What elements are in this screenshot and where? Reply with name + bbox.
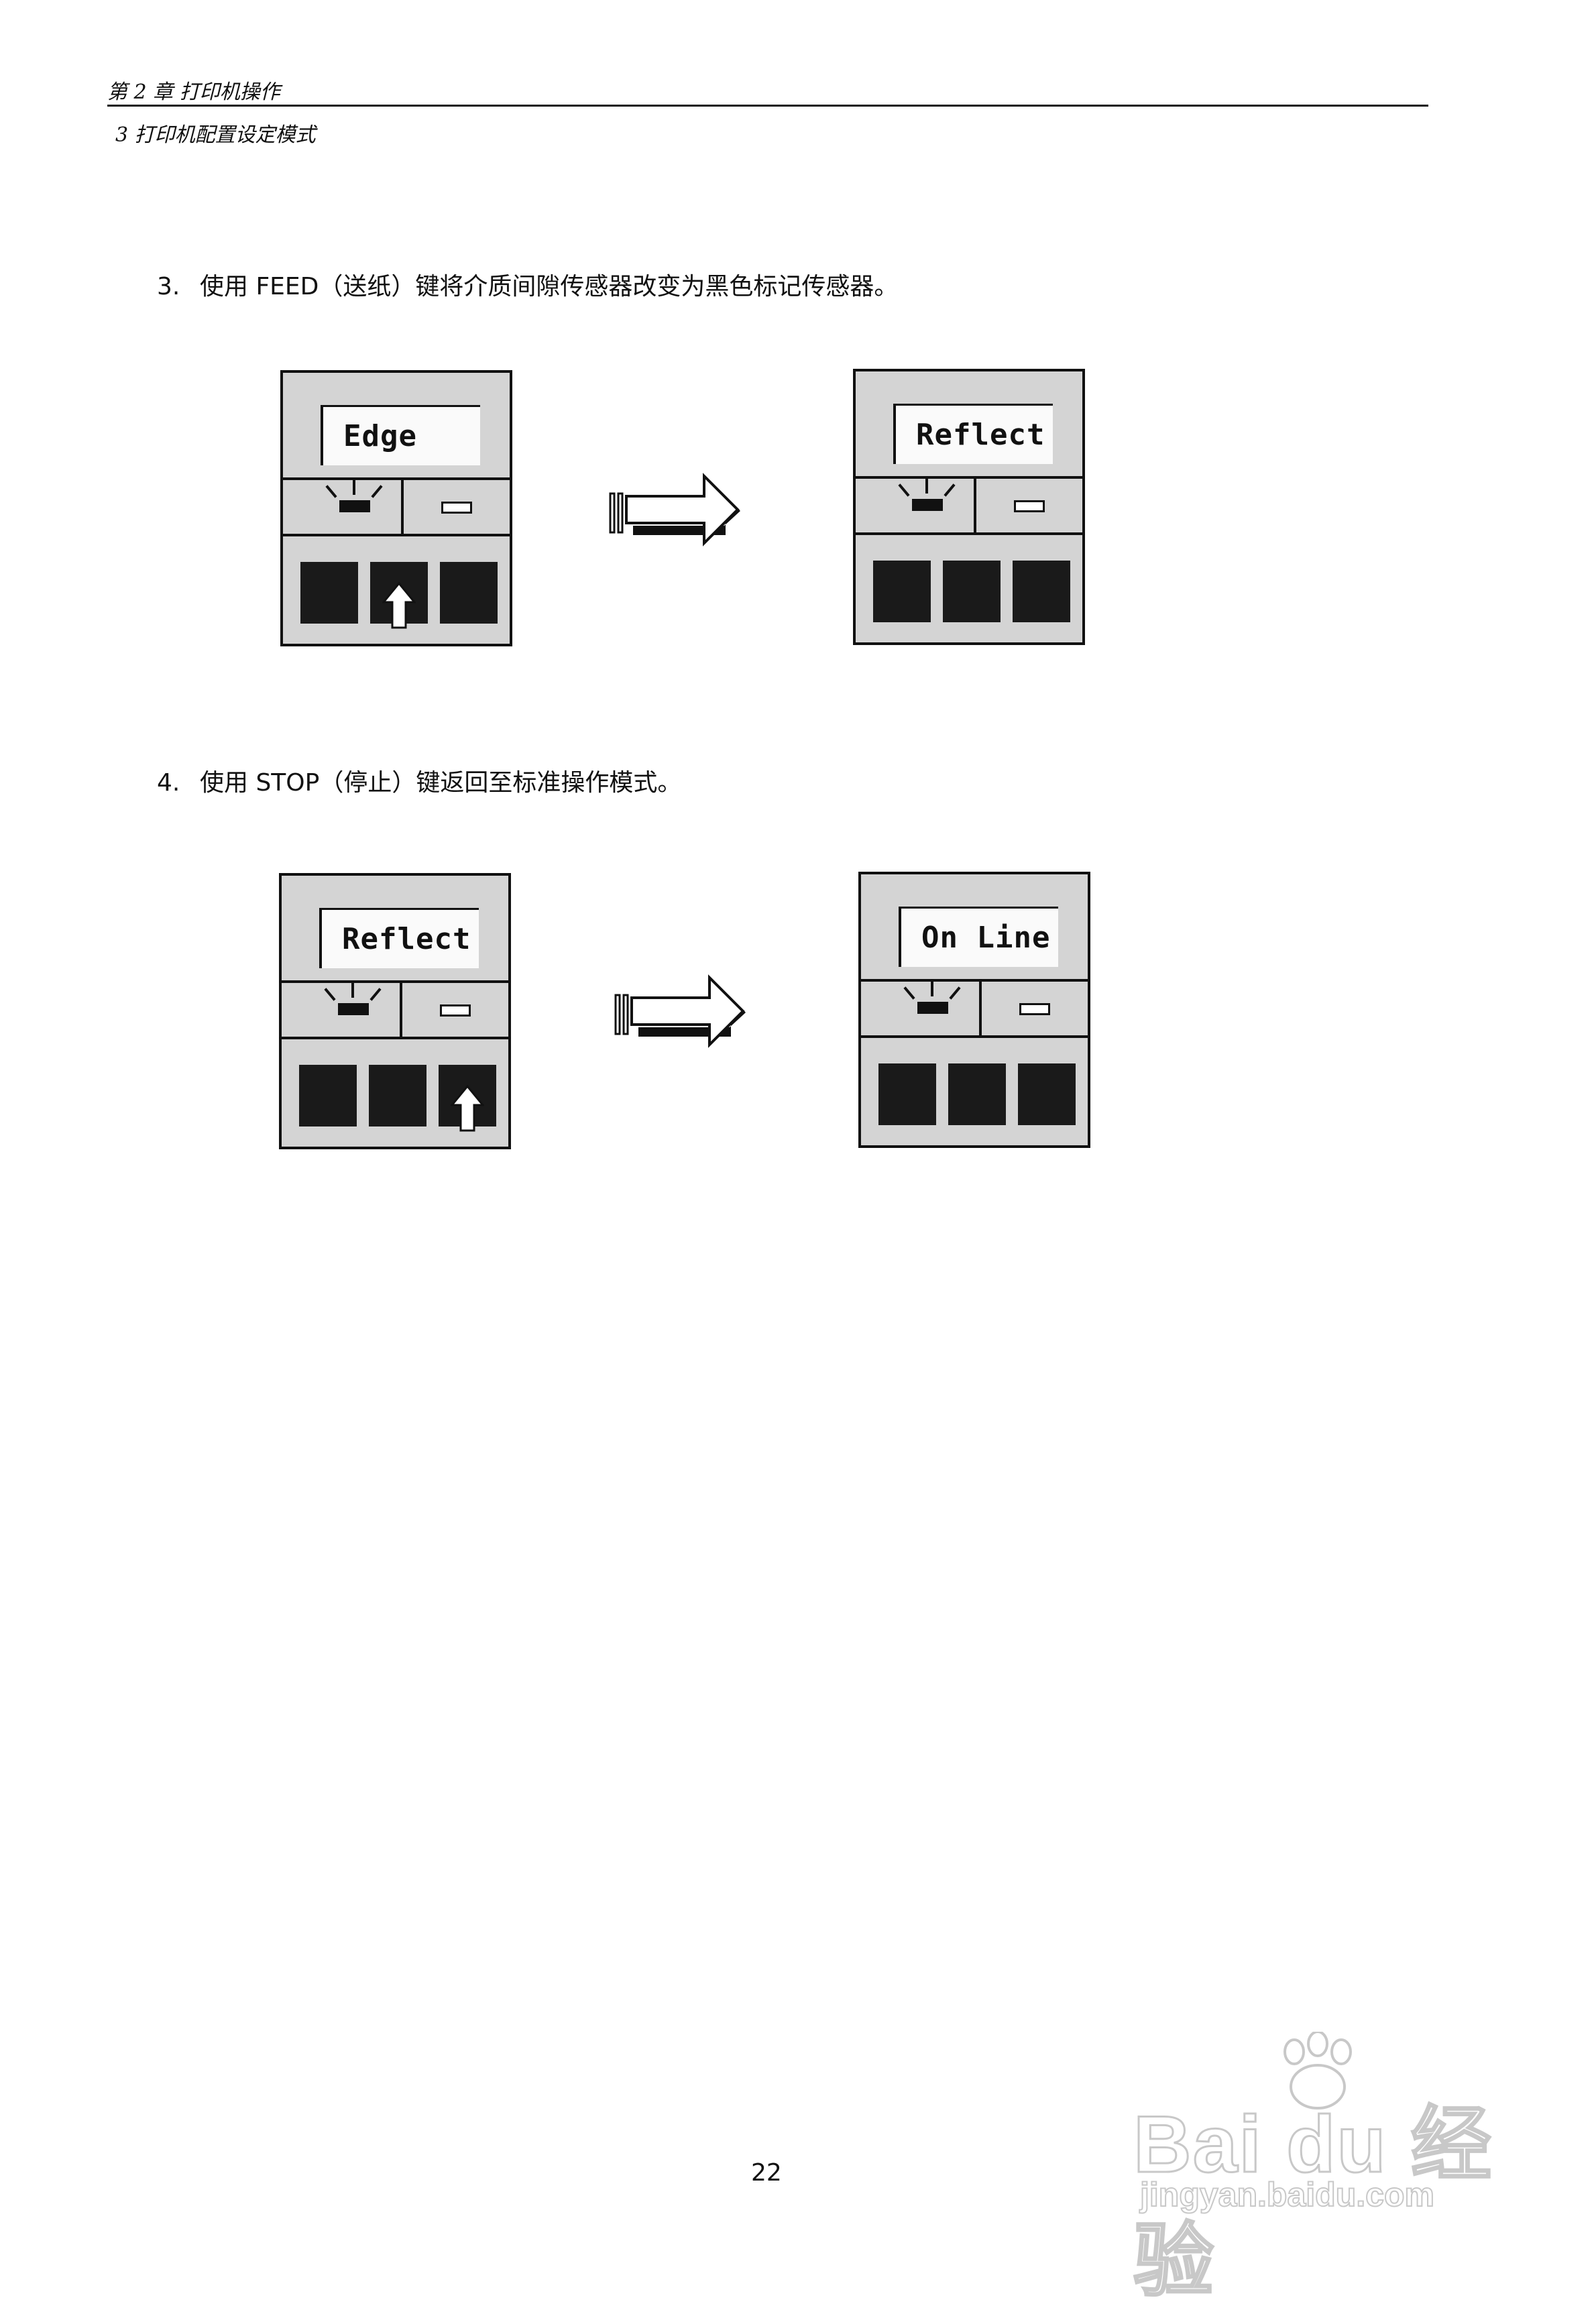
panel-divider xyxy=(861,1035,1088,1038)
transition-arrow-icon xyxy=(609,473,740,546)
paw-logo-icon xyxy=(1284,2032,1352,2109)
panel-after-feed: Reflect xyxy=(853,369,1085,645)
panel-divider xyxy=(861,979,1088,982)
status-led-off xyxy=(1014,500,1045,512)
led-ray xyxy=(325,485,337,498)
panel-before-feed: Edge xyxy=(280,370,512,646)
panel-key-1[interactable] xyxy=(878,1063,936,1125)
step-4: 4. 使用 STOP（停止）键返回至标准操作模式。 xyxy=(157,763,681,798)
status-led-off xyxy=(1019,1003,1050,1015)
step-text: 使用 FEED（送纸）键将介质间隙传感器改变为黑色标记传感器。 xyxy=(200,273,899,300)
panel-divider xyxy=(974,476,976,535)
status-led-off xyxy=(441,502,472,514)
press-arrow-icon xyxy=(451,1085,484,1132)
panel-key-3[interactable] xyxy=(440,562,498,624)
page-number: 22 xyxy=(751,2159,782,2187)
stop-key-pressed[interactable] xyxy=(439,1065,496,1132)
panel-key-1[interactable] xyxy=(873,561,931,622)
led-ray xyxy=(931,982,933,996)
lcd-display: Reflect xyxy=(893,404,1053,464)
lcd-text: Edge xyxy=(343,419,417,453)
lcd-display: Reflect xyxy=(319,908,479,968)
lcd-text: Reflect xyxy=(342,922,471,956)
panel-key-2[interactable] xyxy=(948,1063,1006,1125)
ready-led-on xyxy=(912,499,943,511)
panel-divider xyxy=(856,532,1082,535)
led-ray xyxy=(903,986,915,1000)
panel-key-1[interactable] xyxy=(299,1065,357,1126)
header-section: 3 打印机配置设定模式 xyxy=(115,123,316,147)
panel-key-3[interactable] xyxy=(1013,561,1070,622)
panel-after-stop: On Line xyxy=(858,872,1090,1148)
panel-divider xyxy=(401,477,404,536)
step-text: 使用 STOP（停止）键返回至标准操作模式。 xyxy=(200,769,682,797)
watermark-url: jingyan.baidu.com xyxy=(1139,2175,1435,2214)
panel-divider xyxy=(282,980,508,983)
panel-divider xyxy=(979,979,982,1038)
panel-key-2[interactable] xyxy=(369,1065,426,1126)
header-rule xyxy=(107,105,1428,107)
ready-led-on xyxy=(338,1003,369,1015)
step-number: 3. xyxy=(157,273,180,300)
panel-before-stop: Reflect xyxy=(279,873,511,1149)
ready-led-on xyxy=(339,500,370,512)
panel-key-3[interactable] xyxy=(1018,1063,1076,1125)
press-arrow-icon xyxy=(382,582,416,629)
panel-divider xyxy=(400,980,402,1039)
lcd-text: On Line xyxy=(921,921,1051,955)
led-ray xyxy=(324,988,336,1001)
led-ray xyxy=(371,485,383,498)
feed-key-pressed[interactable] xyxy=(370,562,428,629)
panel-divider xyxy=(856,476,1082,479)
panel-divider xyxy=(283,477,510,480)
led-ray xyxy=(351,983,354,998)
baidu-watermark: Bai du 经验 jingyan.baidu.com xyxy=(1133,2032,1509,2307)
status-led-off xyxy=(440,1004,471,1017)
step-3: 3. 使用 FEED（送纸）键将介质间隙传感器改变为黑色标记传感器。 xyxy=(157,267,898,302)
lcd-text: Reflect xyxy=(916,418,1045,452)
led-ray xyxy=(944,483,956,497)
panel-key-1[interactable] xyxy=(300,562,358,624)
transition-arrow-icon xyxy=(614,974,746,1048)
step-number: 4. xyxy=(157,769,180,797)
panel-divider xyxy=(282,1037,508,1039)
header-chapter: 第 2 章 打印机操作 xyxy=(107,80,280,104)
led-ray xyxy=(949,986,961,1000)
panel-divider xyxy=(283,534,510,536)
panel-key-2[interactable] xyxy=(943,561,1001,622)
ready-led-on xyxy=(917,1002,948,1014)
led-ray xyxy=(353,480,355,495)
lcd-display: Edge xyxy=(321,405,480,465)
led-ray xyxy=(925,479,928,494)
led-ray xyxy=(898,483,910,497)
lcd-display: On Line xyxy=(899,907,1058,967)
led-ray xyxy=(369,988,382,1001)
